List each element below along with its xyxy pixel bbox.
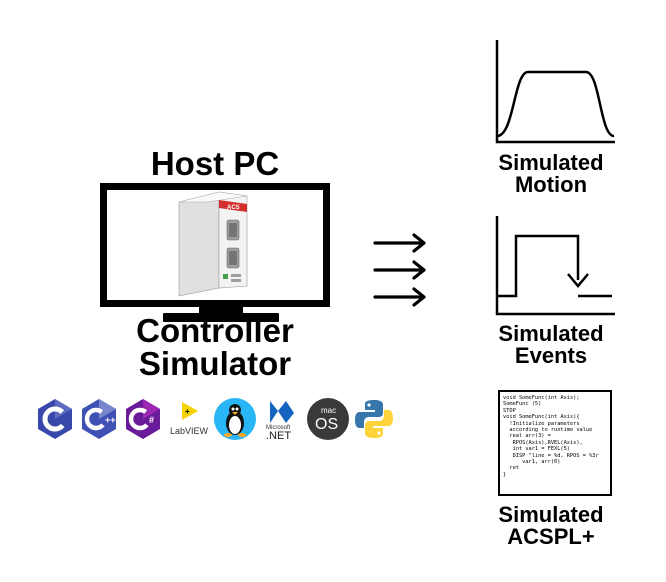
dotnet-label: .NET xyxy=(266,430,291,441)
output-arrows-icon xyxy=(373,233,426,307)
dotnet-icon: Microsoft .NET xyxy=(266,401,294,441)
motion-caption: Simulated Motion xyxy=(486,152,616,196)
macos-icon: mac OS xyxy=(307,398,349,440)
code-line: int var1 = FEXL(5) xyxy=(503,446,570,453)
macos-label: OS xyxy=(315,416,338,433)
code-line: SomeFunc (5) xyxy=(503,401,542,408)
events-caption-line2: Events xyxy=(514,343,588,368)
code-line: !Initialize parameters xyxy=(503,420,580,427)
device-brand-text: ACS xyxy=(227,205,240,211)
monitor-stand xyxy=(199,307,243,317)
python-icon xyxy=(355,400,393,438)
acspl-code-box: void SomeFunc(int Axis); SomeFunc (5) ST… xyxy=(498,390,612,496)
events-signal-graph xyxy=(495,216,615,316)
code-line: RPOS(Axis),RVEL(Axis), xyxy=(503,439,583,446)
acspl-caption: Simulated ACSPL+ xyxy=(486,504,616,548)
c-language-icon xyxy=(38,399,72,439)
labview-label: LabVIEW xyxy=(170,426,209,436)
linux-tux-icon xyxy=(214,398,256,440)
code-line: var1, arr(0) xyxy=(503,459,561,466)
svg-text:#: # xyxy=(149,415,154,425)
acspl-caption-line2: ACSPL+ xyxy=(507,524,595,549)
acspl-caption-line1: Simulated xyxy=(498,502,604,527)
cpp-language-icon: ++ xyxy=(82,399,116,439)
controller-simulator-caption: Controller Simulator xyxy=(90,314,340,380)
caption-line2: Simulator xyxy=(138,345,292,382)
code-line: DISP "line = %d, RPOS = %3r xyxy=(503,452,599,459)
events-caption: Simulated Events xyxy=(486,323,616,367)
monitor-base xyxy=(163,313,279,322)
labview-icon: + LabVIEW xyxy=(170,402,209,436)
code-line: according to runtime value xyxy=(503,427,593,434)
code-line: } xyxy=(503,471,507,478)
code-line: STOP xyxy=(503,407,516,414)
controller-device-icon: ACS xyxy=(178,191,248,297)
motion-profile-graph xyxy=(495,40,615,144)
macos-small-label: mac xyxy=(321,406,336,415)
motion-caption-line2: Motion xyxy=(514,172,588,197)
svg-text:++: ++ xyxy=(105,415,116,425)
monitor-screen: ACS xyxy=(100,183,330,307)
code-line: void SomeFunc(int Axis){ xyxy=(503,414,580,421)
code-line: real arr(3) = xyxy=(503,433,551,440)
caption-line1: Controller xyxy=(136,312,294,349)
svg-text:+: + xyxy=(185,407,190,416)
motion-caption-line1: Simulated xyxy=(498,150,604,175)
code-line: void SomeFunc(int Axis); xyxy=(503,395,580,401)
dotnet-small-label: Microsoft xyxy=(266,425,291,431)
events-caption-line1: Simulated xyxy=(498,321,604,346)
code-line: ret xyxy=(503,465,519,472)
csharp-language-icon: # xyxy=(126,399,160,439)
host-pc-title: Host PC xyxy=(150,145,280,182)
